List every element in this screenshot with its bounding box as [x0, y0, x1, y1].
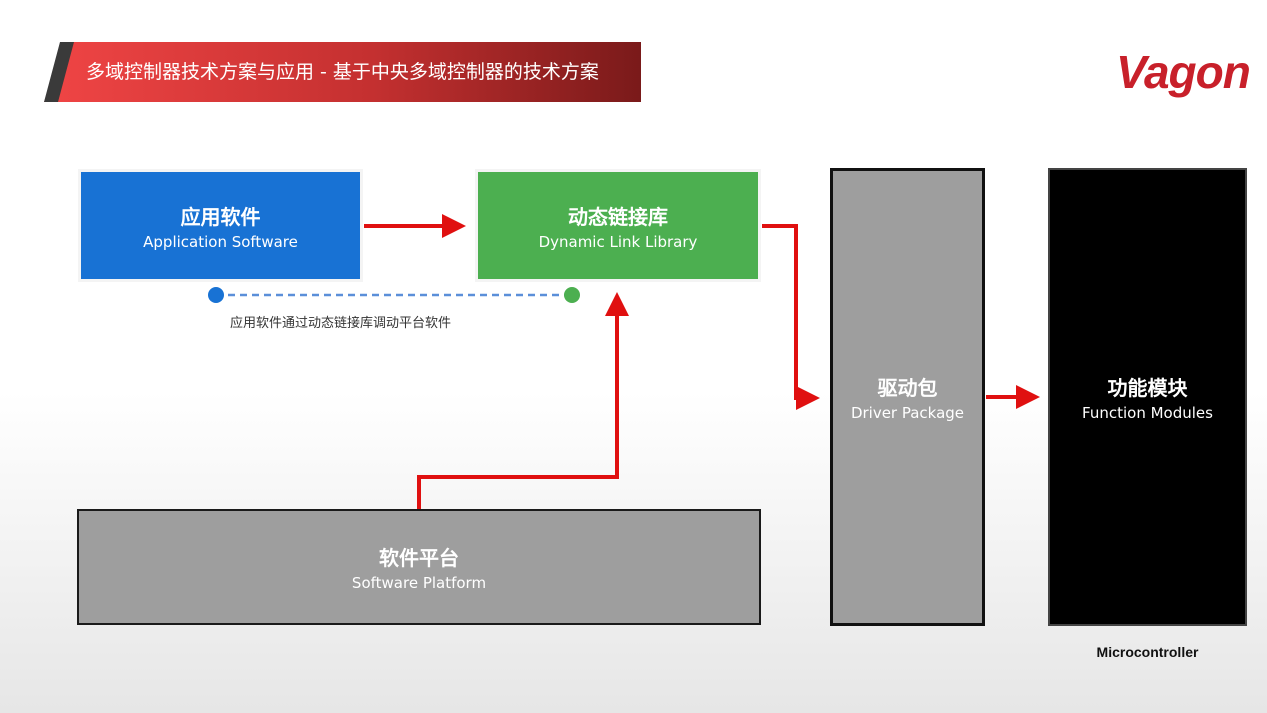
dashed-link-end-dot: [564, 287, 580, 303]
microcontroller-label: Microcontroller: [1096, 644, 1199, 660]
brand-logo: Vagon: [1116, 46, 1251, 98]
arrow-dll-to-driver: [762, 224, 820, 410]
software-platform-en: Software Platform: [351, 574, 487, 592]
dynamic-link-library-box: 动态链接库 Dynamic Link Library: [475, 169, 761, 282]
application-software-cn: 应用软件: [180, 204, 261, 229]
header-banner-background: [44, 42, 641, 102]
application-software-en: Application Software: [143, 232, 298, 251]
arrow-platform-to-dll: [417, 292, 629, 509]
function-modules-box: 功能模块 Function Modules: [1048, 168, 1247, 626]
dashed-link-start-dot: [208, 287, 224, 303]
page-title: 多域控制器技术方案与应用 - 基于中央多域控制器的技术方案: [86, 61, 599, 83]
function-modules-en: Function Modules: [1082, 404, 1213, 422]
dynamic-link-library-cn: 动态链接库: [568, 204, 668, 229]
driver-package-en: Driver Package: [850, 404, 965, 422]
application-software-box: 应用软件 Application Software: [78, 169, 363, 282]
header-banner: 多域控制器技术方案与应用 - 基于中央多域控制器的技术方案: [44, 42, 641, 102]
dashed-link-note: 应用软件通过动态链接库调动平台软件: [230, 316, 452, 331]
software-platform-cn: 软件平台: [379, 546, 459, 570]
driver-package-cn: 驱动包: [877, 376, 938, 400]
dynamic-link-library-en: Dynamic Link Library: [538, 232, 698, 251]
software-platform-box: 软件平台 Software Platform: [77, 509, 761, 625]
function-modules-cn: 功能模块: [1107, 376, 1188, 400]
driver-package-box: 驱动包 Driver Package: [830, 168, 985, 626]
